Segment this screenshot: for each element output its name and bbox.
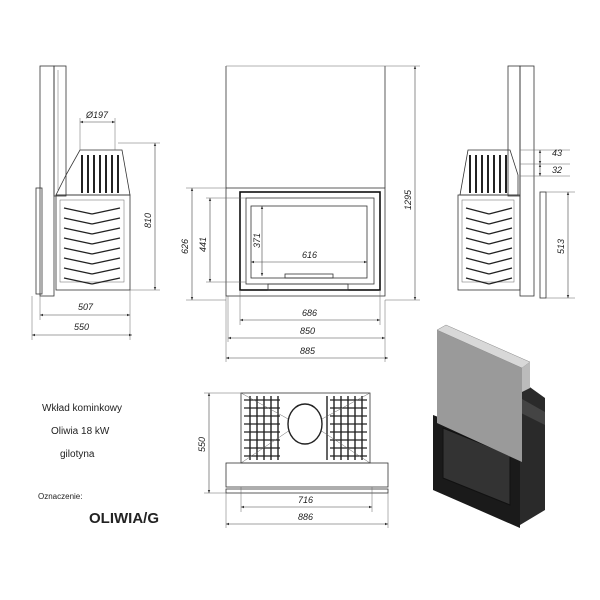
dim-door-width-686: 686	[302, 308, 317, 318]
drawing-stroke	[465, 207, 490, 215]
drawing-stroke	[465, 237, 490, 245]
dim-height-810: 810	[143, 213, 153, 228]
drawing-stroke	[91, 237, 121, 245]
drawing-stroke	[488, 217, 513, 225]
drawing-stroke	[465, 217, 490, 225]
drawing-stroke	[488, 207, 513, 215]
chevron-pattern	[465, 207, 513, 285]
drawing-stroke	[63, 277, 93, 285]
drawing-stroke	[465, 257, 490, 265]
drawing-stroke	[488, 237, 513, 245]
top-view: 550 716 886	[197, 392, 389, 528]
top-fins	[244, 396, 367, 460]
drawing-stroke	[63, 217, 93, 225]
drawing-stroke	[488, 267, 513, 275]
designation-label: Oznaczenie:	[38, 492, 83, 501]
drawing-stroke	[488, 247, 513, 255]
dim-depth-507: 507	[78, 302, 94, 312]
drawing-stroke	[63, 207, 93, 215]
grate-fins	[81, 155, 119, 193]
product-model-label: Oliwia 18 kW	[51, 426, 110, 437]
dim-inner-width-716: 716	[298, 495, 313, 505]
dim-plate-height-513: 513	[556, 239, 566, 254]
drawing-stroke	[488, 227, 513, 235]
dim-offset-32: 32	[552, 165, 562, 175]
drawing-stroke	[91, 227, 121, 235]
dim-total-width-886: 886	[298, 512, 313, 522]
drawing-stroke	[63, 227, 93, 235]
dim-glass-width-616: 616	[302, 250, 317, 260]
dim-flue-diameter: Ø197	[85, 110, 109, 120]
side-view-right: 43 32 513	[457, 65, 575, 299]
drawing-stroke	[465, 227, 490, 235]
flue-outlet	[287, 403, 323, 445]
dim-total-width-885: 885	[300, 346, 316, 356]
dim-glass-height-371: 371	[252, 233, 262, 248]
drawing-stroke	[465, 247, 490, 255]
side-view-left: Ø197 810 507 550	[31, 65, 160, 340]
drawing-stroke	[63, 257, 93, 265]
drawing-stroke	[91, 207, 121, 215]
dim-frame-width-850: 850	[300, 326, 315, 336]
drawing-stroke	[63, 267, 93, 275]
drawing-stroke	[488, 257, 513, 265]
dim-depth-550: 550	[74, 322, 89, 332]
dim-depth-550-top: 550	[197, 437, 207, 452]
drawing-stroke	[488, 277, 513, 285]
isometric-render	[433, 324, 545, 528]
drawing-stroke	[465, 277, 490, 285]
drawing-stroke	[91, 277, 121, 285]
drawing-stroke	[63, 237, 93, 245]
dim-door-height-441: 441	[198, 237, 208, 252]
dim-total-height-1295: 1295	[403, 189, 413, 210]
drawing-stroke	[91, 217, 121, 225]
front-view: 1295 626 441 371 616 686 850 885	[180, 65, 420, 362]
drawing-stroke	[91, 267, 121, 275]
grate-fins	[469, 155, 507, 193]
product-variant-label: gilotyna	[60, 449, 95, 460]
dim-frame-height-626: 626	[180, 239, 190, 254]
drawing-stroke	[63, 247, 93, 255]
dim-offset-43: 43	[552, 148, 562, 158]
designation-value: OLIWIA/G	[89, 510, 159, 527]
drawing-stroke	[465, 267, 490, 275]
product-type-label: Wkład kominkowy	[42, 403, 123, 414]
chevron-pattern	[63, 207, 121, 285]
drawing-stroke	[91, 257, 121, 265]
drawing-stroke	[91, 247, 121, 255]
